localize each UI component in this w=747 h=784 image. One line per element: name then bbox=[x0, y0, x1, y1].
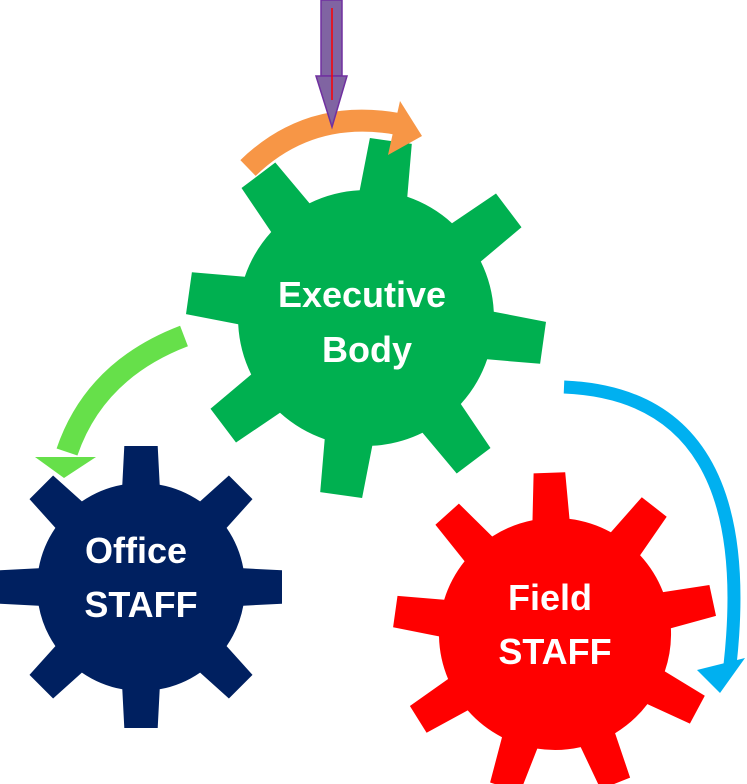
field-label-line1: Field bbox=[508, 577, 592, 618]
blue-curved-arrow bbox=[563, 380, 745, 693]
field-staff-gear bbox=[393, 472, 716, 784]
input-down-arrow bbox=[314, 0, 349, 130]
orange-curved-arrow bbox=[240, 101, 422, 177]
executive-body-gear bbox=[186, 138, 546, 498]
field-label-line2: STAFF bbox=[498, 631, 611, 672]
executive-label-line2: Body bbox=[322, 329, 412, 370]
office-label-line2: STAFF bbox=[84, 584, 197, 625]
green-curved-arrow bbox=[35, 325, 189, 478]
office-label-line1: Office bbox=[85, 530, 187, 571]
executive-body-label: Executive Body bbox=[278, 274, 456, 370]
office-staff-label: Office STAFF bbox=[84, 530, 197, 625]
executive-label-line1: Executive bbox=[278, 274, 446, 315]
field-staff-label: Field STAFF bbox=[498, 577, 611, 672]
office-staff-gear bbox=[0, 446, 282, 728]
